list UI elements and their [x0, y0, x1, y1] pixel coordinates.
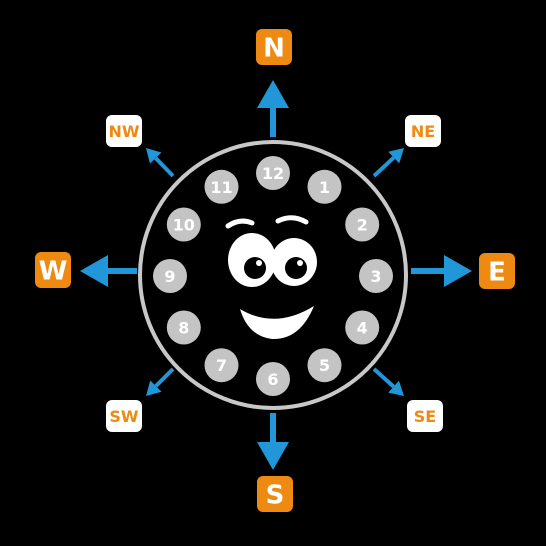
direction-label-text: N: [263, 33, 285, 63]
clock-number-label: 7: [216, 356, 227, 375]
clock-ring: [138, 140, 408, 410]
clock-number-label: 10: [173, 216, 195, 235]
clock-number-6: 6: [256, 362, 290, 396]
direction-label-n: N: [256, 29, 292, 65]
arrow-sw-icon: [146, 367, 175, 396]
direction-label-text: W: [39, 256, 68, 286]
direction-label-text: S: [266, 480, 285, 510]
clock-number-label: 8: [178, 319, 189, 338]
direction-label-text: NE: [411, 122, 435, 141]
clock-number-8: 8: [166, 310, 201, 345]
direction-label-sw: SW: [106, 400, 142, 432]
direction-label-text: SW: [109, 407, 139, 426]
clock-number-11: 11: [204, 169, 239, 204]
clock-number-3: 3: [359, 259, 393, 293]
direction-label-w: W: [35, 252, 71, 288]
clock-number-label: 9: [164, 267, 175, 286]
clock-number-2: 2: [345, 207, 380, 242]
smile-mouth: [240, 306, 314, 340]
clock-number-9: 9: [153, 259, 187, 293]
clock-number-12: 12: [256, 156, 290, 190]
clock-number-1: 1: [307, 169, 342, 204]
direction-label-text: E: [488, 257, 506, 287]
clock-number-label: 6: [267, 370, 278, 389]
left-eyebrow: [225, 218, 255, 229]
smiley-face-icon: [225, 215, 317, 340]
direction-label-text: NW: [108, 122, 139, 141]
clock-number-7: 7: [204, 348, 239, 383]
clock-number-label: 5: [319, 356, 330, 375]
right-pupil: [285, 257, 307, 279]
clock-number-4: 4: [345, 310, 380, 345]
arrow-s-icon: [257, 413, 289, 470]
direction-label-s: S: [257, 476, 293, 512]
clock-number-10: 10: [166, 207, 201, 242]
direction-label-nw: NW: [106, 115, 142, 147]
arrow-nw-icon: [146, 148, 175, 178]
clock-number-label: 2: [357, 216, 368, 235]
clock-number-label: 11: [210, 178, 232, 197]
clock-number-label: 4: [357, 319, 368, 338]
arrow-w-icon: [80, 255, 137, 287]
clock-number-label: 3: [370, 267, 381, 286]
clock-number-label: 1: [319, 178, 330, 197]
arrow-n-icon: [257, 80, 289, 137]
direction-label-se: SE: [407, 400, 443, 432]
clock-number-label: 12: [262, 164, 284, 183]
arrow-e-icon: [411, 255, 472, 287]
left-pupil: [244, 257, 266, 279]
direction-label-text: SE: [414, 407, 436, 426]
direction-label-e: E: [479, 253, 515, 289]
arrow-se-icon: [372, 367, 404, 396]
arrow-ne-icon: [372, 148, 404, 178]
arrows-group: [80, 80, 472, 470]
left-eye-glint: [256, 260, 262, 266]
direction-label-ne: NE: [405, 115, 441, 147]
right-eyebrow: [275, 215, 309, 225]
right-eye-glint: [297, 260, 303, 266]
clock-number-5: 5: [307, 348, 342, 383]
